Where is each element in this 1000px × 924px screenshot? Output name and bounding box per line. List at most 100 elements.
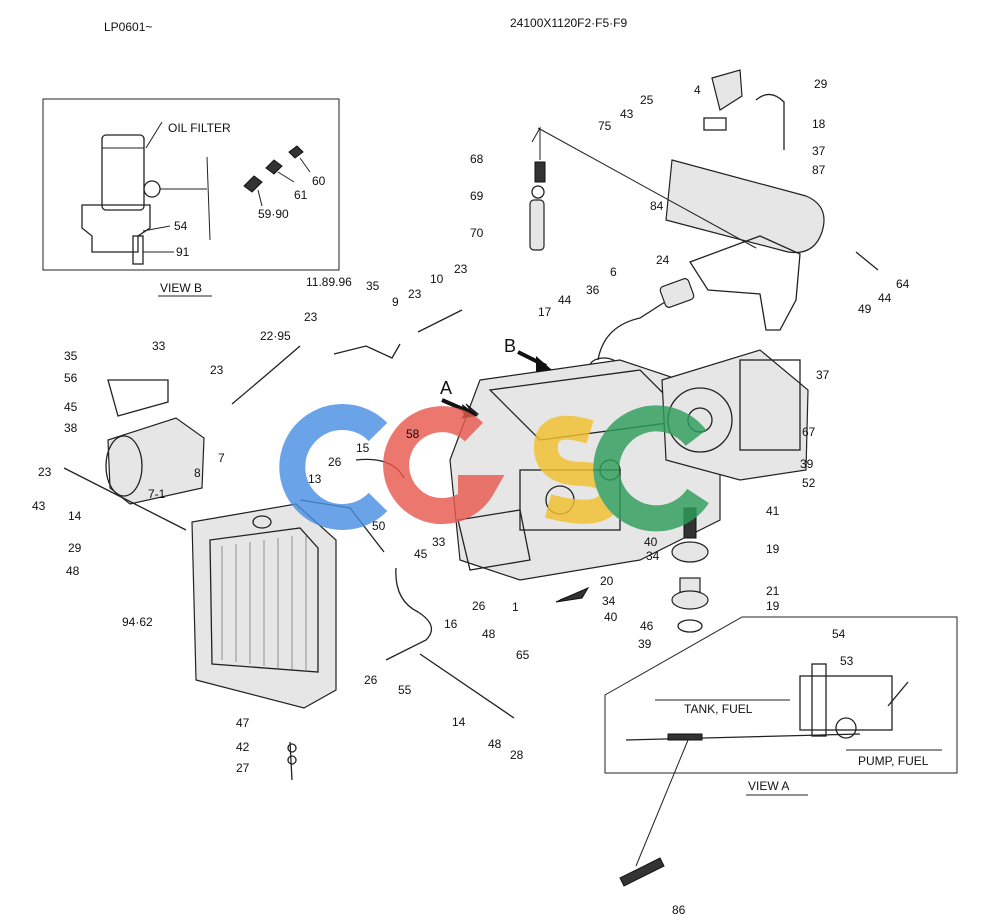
header-left-code: LP0601~ [104, 20, 152, 34]
part-label: 84 [650, 199, 664, 213]
part-label: 22·95 [260, 329, 291, 343]
view-b-frame [42, 98, 340, 271]
part-label: 67 [802, 425, 816, 439]
header-right-code: 24100X1120F2·F5·F9 [510, 16, 628, 30]
part-label: 55 [398, 683, 412, 697]
part-label: 40 [604, 610, 618, 624]
part-label: 69 [470, 189, 484, 203]
part-label: 37 [812, 144, 826, 158]
part-label: 34 [646, 549, 660, 563]
part-label: 86 [672, 903, 686, 917]
part-label: 14 [452, 715, 466, 729]
part-label: 27 [236, 761, 250, 775]
part-label: 14 [68, 509, 82, 523]
part-label: 48 [66, 564, 80, 578]
part-label: 38 [64, 421, 78, 435]
part-label: 9 [392, 295, 399, 309]
part-label: 33 [152, 339, 166, 353]
part-label: 17 [538, 305, 552, 319]
part-label: 40 [644, 535, 658, 549]
view-b-callout: OIL FILTER [168, 121, 231, 135]
watermark-glyph-s [533, 415, 623, 524]
part-label: 43 [32, 499, 46, 513]
part-label: 35 [64, 349, 78, 363]
part-label: 70 [470, 226, 484, 240]
view-a-label: 54 [832, 627, 846, 641]
part-label: 48 [482, 627, 496, 641]
part-label: 94·62 [122, 615, 153, 629]
view-arrow-b: B [504, 336, 516, 356]
part-label: 7-1 [148, 487, 166, 501]
part-label: 45 [414, 547, 428, 561]
watermark-glyph-g [383, 406, 505, 525]
view-b-label: 61 [294, 188, 308, 202]
part-label: 75 [598, 119, 612, 133]
part-label: 48 [488, 737, 502, 751]
part-label: 29 [68, 541, 82, 555]
part-label: 4 [694, 83, 701, 97]
muffler [665, 159, 825, 254]
part-label: 39 [800, 457, 814, 471]
watermark-logo [279, 404, 709, 532]
exhaust-elbow [711, 69, 743, 111]
part-label: 52 [802, 476, 816, 490]
part-label: 26 [328, 455, 342, 469]
view-b-label: 60 [312, 174, 326, 188]
part-label: 47 [236, 716, 250, 730]
part-label: 16 [444, 617, 458, 631]
part-label: 23 [210, 363, 224, 377]
part-label: 46 [640, 619, 654, 633]
part-label: 8 [194, 466, 201, 480]
view-b-label: 59·90 [258, 207, 289, 221]
view-arrow-a: A [440, 378, 452, 398]
part-label: 34 [602, 594, 616, 608]
muffler-bracket [689, 235, 801, 331]
view-a-label: 53 [840, 654, 854, 668]
part-label: 43 [620, 107, 634, 121]
part-label: 23 [408, 287, 422, 301]
part-label: 23 [38, 465, 52, 479]
part-label: 39 [638, 637, 652, 651]
part-label: 87 [812, 163, 826, 177]
watermark-glyph-c2 [593, 405, 709, 532]
part-label: 49 [858, 302, 872, 316]
part-label: 44 [558, 293, 572, 307]
part-label: 68 [470, 152, 484, 166]
part-label: 25 [640, 93, 654, 107]
view-b-inset: OIL FILTER 60 61 59·90 54 91 VIEW B [42, 98, 340, 297]
part-label: 41 [766, 504, 780, 518]
part-label: 20 [600, 574, 614, 588]
part-label: 28 [510, 748, 524, 762]
part-label: 7 [218, 451, 225, 465]
part-label: 24 [656, 253, 670, 267]
part-label: 26 [472, 599, 486, 613]
part-label: 65 [516, 648, 530, 662]
part-label: 56 [64, 371, 78, 385]
part-label: 50 [372, 519, 386, 533]
part-label: 1 [512, 600, 519, 614]
part-label: 45 [64, 400, 78, 414]
part-label: 23 [304, 310, 318, 324]
part-label: 10 [430, 272, 444, 286]
view-b-label: 54 [174, 219, 188, 233]
part-label: 35 [366, 279, 380, 293]
part-label: 36 [586, 283, 600, 297]
part-label: 6 [610, 265, 617, 279]
transmission [661, 349, 809, 481]
part-label: 42 [236, 740, 250, 754]
view-a-frame [604, 616, 958, 774]
view-a-title: VIEW A [748, 779, 789, 793]
part-label: 13 [308, 472, 322, 486]
view-b-label: 91 [176, 245, 190, 259]
part-label: 18 [812, 117, 826, 131]
view-a-inset: TANK, FUEL PUMP, FUEL 54 53 VIEW A [604, 616, 958, 887]
part-label: 37 [816, 368, 830, 382]
watermark-glyph-c [279, 404, 388, 530]
view-a-pump-label: PUMP, FUEL [858, 754, 929, 768]
part-label: 58 [406, 427, 420, 441]
part-label: 15 [356, 441, 370, 455]
part-label: 11.89.96 [306, 275, 352, 289]
part-label: 64 [896, 277, 910, 291]
part-label: 19 [766, 599, 780, 613]
